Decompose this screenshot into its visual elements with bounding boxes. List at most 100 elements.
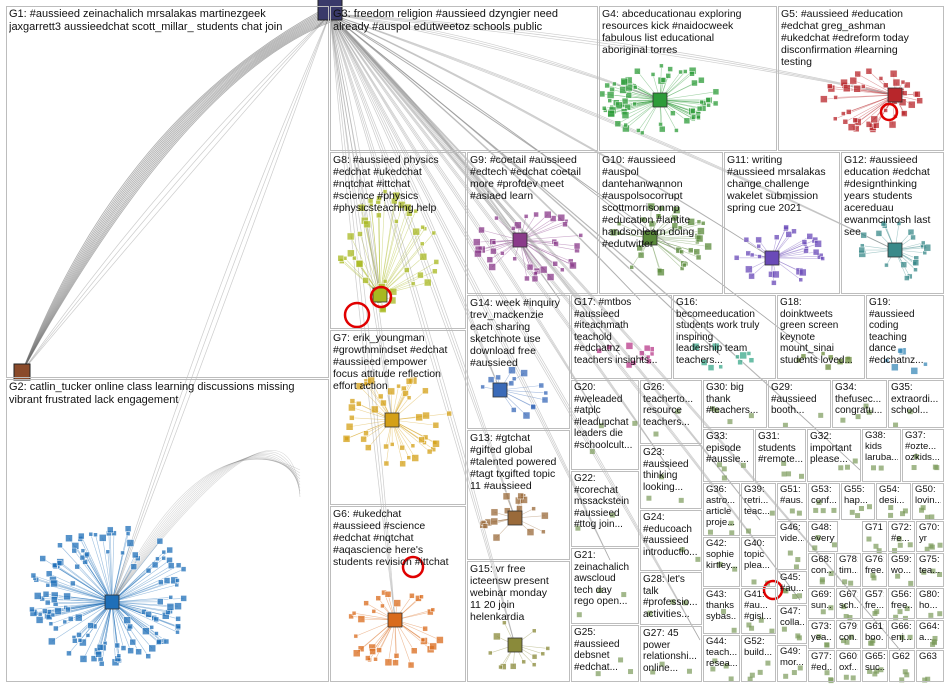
node-g5-40[interactable] xyxy=(841,111,846,116)
node-g2-44[interactable] xyxy=(98,660,105,667)
node-g2-85[interactable] xyxy=(155,556,160,562)
node-g2-17[interactable] xyxy=(54,607,62,615)
node-g7-2[interactable] xyxy=(446,410,452,417)
node-g7-25[interactable] xyxy=(365,444,372,451)
node-g4-59[interactable] xyxy=(674,128,679,133)
node-g2-136[interactable] xyxy=(95,651,102,658)
group-box-g50[interactable]: G50: lovin... xyxy=(912,483,944,520)
node-g2-99[interactable] xyxy=(84,551,90,558)
node-g2-108[interactable] xyxy=(131,551,139,559)
group-box-g44[interactable]: G44: teach... resea... xyxy=(703,635,740,682)
node-g7-43[interactable] xyxy=(356,401,362,407)
node-g8-1[interactable] xyxy=(410,281,416,286)
node-g5-19[interactable] xyxy=(865,67,873,75)
group-box-g30[interactable]: G30: big thank #teachers... xyxy=(703,380,767,428)
node-g2-137[interactable] xyxy=(156,638,162,645)
node-g2-74[interactable] xyxy=(175,623,181,630)
node-g4-48[interactable] xyxy=(636,128,641,133)
node-g6-26[interactable] xyxy=(420,637,426,643)
node-g2-30[interactable] xyxy=(163,577,171,584)
node-g6-22[interactable] xyxy=(357,645,365,653)
group-box-g9[interactable]: G9: #coetail #aussieed #edtech #edchat c… xyxy=(467,152,598,294)
node-g4-53[interactable] xyxy=(665,73,672,79)
group-box-g55[interactable]: G55: hap... xyxy=(841,483,875,520)
node-g5-26[interactable] xyxy=(865,121,873,128)
node-g6-6[interactable] xyxy=(375,595,382,601)
group-box-g14[interactable]: G14: week #inquiry trev_mackenzie each s… xyxy=(467,295,570,429)
node-g2-66[interactable] xyxy=(74,563,80,570)
node-g4-21[interactable] xyxy=(621,97,629,105)
group-box-g17[interactable]: G17: #mtbos #aussieed #iteachmath teacho… xyxy=(571,295,672,379)
node-g6-12[interactable] xyxy=(393,653,400,659)
node-g4-38[interactable] xyxy=(699,99,704,105)
node-g8-10[interactable] xyxy=(424,278,432,287)
node-g2-138[interactable] xyxy=(175,578,180,583)
group-box-g75[interactable]: G75: tea... xyxy=(916,553,944,587)
node-g4-10[interactable] xyxy=(691,79,698,87)
node-g5-28[interactable] xyxy=(908,100,916,109)
node-g2-100[interactable] xyxy=(127,647,134,654)
node-g2-115[interactable] xyxy=(175,616,181,622)
node-g7-23[interactable] xyxy=(371,405,379,414)
group-box-g20[interactable]: G20: #weleaded #atplc #leadupchat leader… xyxy=(571,380,639,470)
node-g2-112[interactable] xyxy=(50,596,58,603)
node-g2-47[interactable] xyxy=(175,629,180,635)
node-g2-86[interactable] xyxy=(34,592,42,600)
group-box-g59[interactable]: G59: wo... xyxy=(888,553,915,587)
node-g2-123[interactable] xyxy=(76,632,82,638)
node-g5-10[interactable] xyxy=(846,109,852,115)
node-g5-12[interactable] xyxy=(916,97,923,104)
group-box-g52[interactable]: G52: build... xyxy=(741,635,776,682)
node-g2-106[interactable] xyxy=(79,655,88,663)
node-g2-93[interactable] xyxy=(107,526,114,534)
node-g6-7[interactable] xyxy=(436,636,444,644)
node-g5-37[interactable] xyxy=(870,115,879,124)
node-g2-75[interactable] xyxy=(145,611,152,618)
group-box-g27[interactable]: G27: 45 power relationshi... online... xyxy=(640,626,702,682)
group-box-g1[interactable]: G1: #aussieed zeinachalich mrsalakas mar… xyxy=(6,6,329,378)
group-box-g77[interactable]: G77: #ed... xyxy=(808,650,835,682)
node-g4-42[interactable] xyxy=(598,90,606,98)
group-box-g31[interactable]: G31: students #remote... xyxy=(755,429,806,482)
group-box-g3[interactable]: G3: freedom religion #aussieed dzyngier … xyxy=(330,6,598,151)
node-g2-129[interactable] xyxy=(153,616,160,623)
node-g7-21[interactable] xyxy=(418,436,425,444)
group-box-g79[interactable]: G79: con... xyxy=(836,620,861,649)
group-box-g19[interactable]: G19: #aussieed coding teaching dance #ed… xyxy=(866,295,944,379)
node-g2-40[interactable] xyxy=(70,580,76,587)
node-g5-20[interactable] xyxy=(853,85,861,93)
node-g2-11[interactable] xyxy=(180,566,187,572)
group-box-g5[interactable]: G5: #aussieed #education #edchat greg_as… xyxy=(778,6,944,151)
group-box-g35[interactable]: G35: extraordi... school... xyxy=(888,380,944,428)
node-g6-25[interactable] xyxy=(392,659,399,666)
node-g4-41[interactable] xyxy=(607,98,612,103)
node-g4-69[interactable] xyxy=(660,77,667,83)
node-g4-7[interactable] xyxy=(659,63,664,69)
node-g2-69[interactable] xyxy=(180,595,187,602)
node-g7-15[interactable] xyxy=(406,455,412,460)
node-g4-54[interactable] xyxy=(620,77,629,86)
node-g4-23[interactable] xyxy=(632,101,637,107)
node-g7-37[interactable] xyxy=(432,439,440,448)
node-g4-30[interactable] xyxy=(689,71,695,77)
node-g4-44[interactable] xyxy=(690,108,696,114)
group-box-g16[interactable]: G16: becomeeducation students work truly… xyxy=(673,295,776,379)
hub-node-g4[interactable] xyxy=(652,92,668,108)
node-g2-114[interactable] xyxy=(87,622,94,629)
group-box-g78[interactable]: G78: tim... xyxy=(836,553,861,587)
group-box-g8[interactable]: G8: #aussieed physics #edchat #ukedchat … xyxy=(330,152,466,329)
node-g4-52[interactable] xyxy=(615,101,623,110)
node-g5-35[interactable] xyxy=(827,83,833,89)
node-g2-76[interactable] xyxy=(129,638,137,646)
node-g2-110[interactable] xyxy=(161,555,166,561)
node-g2-51[interactable] xyxy=(151,561,159,569)
node-g4-33[interactable] xyxy=(633,84,638,90)
node-g5-3[interactable] xyxy=(904,81,911,89)
node-g6-16[interactable] xyxy=(380,603,385,609)
node-g7-22[interactable] xyxy=(360,435,367,443)
group-box-g18[interactable]: G18: doinktweets green screen keynote mo… xyxy=(777,295,865,379)
group-box-g43[interactable]: G43: thanks sybas... xyxy=(703,588,740,634)
node-g8-12[interactable] xyxy=(403,203,412,212)
node-g6-13[interactable] xyxy=(410,647,418,654)
node-g2-41[interactable] xyxy=(79,638,87,647)
